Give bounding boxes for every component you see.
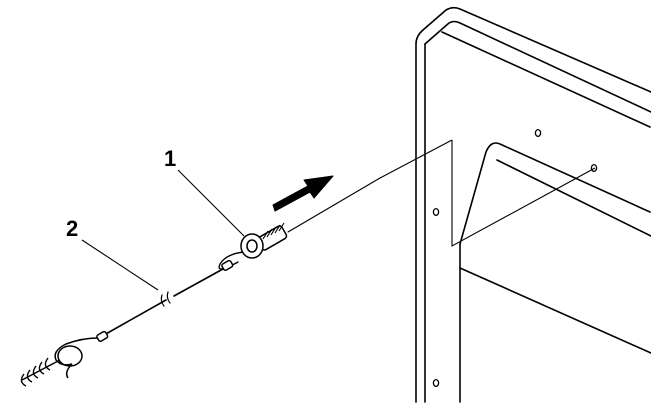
arrow-right-up-icon	[272, 175, 334, 212]
cabinet-top-lip	[441, 31, 651, 128]
wire-guide-lines	[379, 139, 596, 247]
tensioner-eye-inner	[246, 239, 258, 253]
callout-2-label: 2	[66, 216, 78, 241]
mounting-holes	[432, 128, 598, 388]
mounting-hole	[432, 207, 440, 217]
direction-arrow	[272, 175, 334, 212]
wire-break-mark	[166, 291, 171, 304]
wire-break-mark	[160, 294, 165, 307]
cabinet-outer-edge	[415, 6, 651, 403]
wire-lower	[103, 299, 167, 336]
wire-tensioner-icon	[221, 222, 288, 271]
cabinet-top-flange	[424, 20, 651, 113]
anchor-hook	[54, 337, 99, 379]
callout-2: 2	[66, 216, 159, 291]
tension-wire	[103, 177, 381, 336]
callout-1-label: 1	[164, 146, 176, 171]
callout-1: 1	[164, 146, 245, 237]
ground-anchor-icon	[20, 330, 109, 387]
wire-guide	[451, 140, 596, 247]
callout-1-leader	[177, 169, 245, 237]
cabinet	[415, 6, 651, 403]
anchor-screw	[21, 359, 61, 381]
anchor-eye	[57, 345, 83, 367]
tensioner-threads	[262, 222, 285, 240]
cabinet-recess-lower	[459, 267, 651, 354]
anchor-screw-threads	[20, 357, 51, 387]
wire-guide	[379, 139, 453, 179]
wire-main	[287, 177, 381, 233]
cabinet-recess-inner	[496, 159, 651, 237]
wire-ferrule	[221, 259, 234, 271]
callout-2-leader	[81, 239, 159, 291]
cabinet-recess	[459, 142, 651, 245]
mounting-hole	[432, 378, 440, 388]
mounting-hole	[534, 128, 542, 138]
anchor-ferrule	[96, 330, 109, 342]
